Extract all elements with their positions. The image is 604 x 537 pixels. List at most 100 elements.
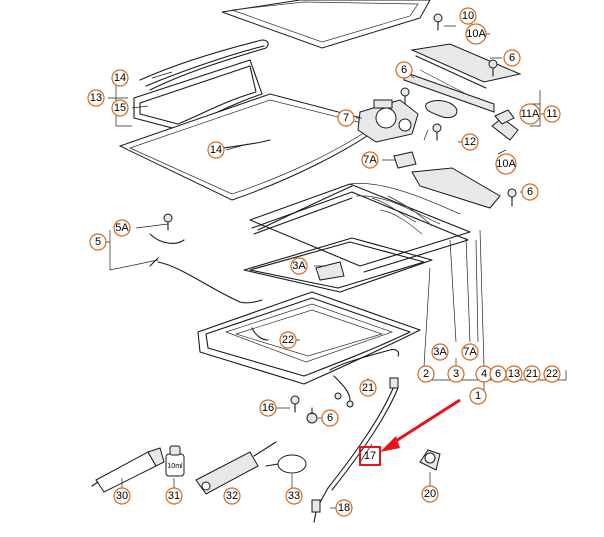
callout-label: 1: [475, 390, 481, 402]
adhesive-bottle-31: 10ml: [165, 445, 185, 477]
callout-30: 30: [113, 487, 131, 505]
callout-label: 3A: [292, 260, 306, 272]
glass-seal: [139, 39, 269, 91]
callout-6: 6: [395, 61, 413, 79]
highlight-box-17: [359, 446, 381, 466]
sunroof-frame: [197, 291, 421, 385]
callout-label: 6: [327, 412, 333, 424]
highlight-arrow: [380, 398, 461, 452]
callout-label: 6: [527, 186, 533, 198]
switch-10a: [491, 109, 519, 141]
callout-label: 21: [362, 382, 374, 394]
callout-32: 32: [223, 487, 241, 505]
callout-12: 12: [461, 133, 479, 151]
callout-label: 13: [508, 368, 520, 380]
callout-6: 6: [521, 183, 539, 201]
cable-12: [425, 100, 458, 119]
callout-label: 7A: [363, 154, 377, 166]
callout-label: 2: [423, 368, 429, 380]
callout-label: 17: [364, 450, 376, 462]
callout-label: 20: [424, 488, 436, 500]
drive-cable-17: [311, 377, 399, 523]
callout-33: 33: [285, 487, 303, 505]
callout-5a: 5A: [113, 219, 131, 237]
callout-3a: 3A: [431, 343, 449, 361]
callout-20: 20: [421, 485, 439, 503]
guide-rail-assembly: [249, 183, 471, 273]
callout-label: 7: [343, 112, 349, 124]
callout-18: 18: [335, 499, 353, 517]
callout-14: 14: [207, 141, 225, 159]
callout-label: 12: [464, 136, 476, 148]
callout-17: 17: [364, 450, 376, 462]
drain-valve-20: [419, 449, 441, 471]
callout-1: 1: [469, 387, 487, 405]
bracket-7a: [393, 151, 417, 169]
callout-31: 31: [165, 487, 183, 505]
callout-label: 31: [168, 490, 180, 502]
callout-label: 32: [226, 490, 238, 502]
callout-label: 3A: [433, 346, 447, 358]
callout-label: 11A: [521, 108, 540, 120]
callout-10: 10: [459, 7, 477, 25]
callout-5: 5: [89, 233, 107, 251]
callout-label: 10: [462, 10, 474, 22]
crossmember: [411, 167, 501, 209]
callout-21: 21: [523, 365, 541, 383]
drain-seal-5: [149, 233, 263, 304]
callout-label: 6: [401, 64, 407, 76]
bottle-label: 10ml: [167, 463, 183, 470]
motor-7: [357, 99, 419, 143]
callout-label: 15: [114, 102, 126, 114]
callout-label: 5A: [115, 222, 129, 234]
callout-10a: 10A: [465, 23, 487, 45]
drain-hose-21: [329, 348, 400, 408]
callout-label: 30: [116, 490, 128, 502]
callout-label: 5: [95, 236, 101, 248]
callout-7a: 7A: [461, 343, 479, 361]
callout-10a: 10A: [495, 153, 517, 175]
callout-13: 13: [505, 365, 523, 383]
callout-label: 10A: [496, 158, 516, 170]
callout-label: 10A: [466, 28, 486, 40]
screws: [163, 13, 517, 424]
callout-6: 6: [503, 49, 521, 67]
callout-label: 14: [210, 144, 222, 156]
wind-deflector: [243, 237, 433, 293]
callout-label: 22: [282, 334, 294, 346]
callout-label: 22: [546, 368, 558, 380]
callout-label: 6: [509, 52, 515, 64]
callout-21: 21: [359, 379, 377, 397]
callout-16: 16: [259, 399, 277, 417]
callout-2: 2: [417, 365, 435, 383]
callout-label: 7A: [463, 346, 477, 358]
callout-label: 6: [495, 368, 501, 380]
callout-6: 6: [489, 365, 507, 383]
callout-label: 33: [288, 490, 300, 502]
callout-22: 22: [543, 365, 561, 383]
callout-13: 13: [87, 89, 105, 107]
callout-label: 4: [481, 368, 487, 380]
callout-7: 7: [337, 109, 355, 127]
callout-label: 3: [453, 368, 459, 380]
callout-label: 11: [546, 108, 557, 120]
callout-6: 6: [321, 409, 339, 427]
callout-7a: 7A: [361, 151, 379, 169]
callout-14: 14: [111, 69, 129, 87]
cable-tie-33: [265, 454, 307, 474]
callout-22: 22: [279, 331, 297, 349]
callout-15: 15: [111, 99, 129, 117]
glass-panel: [221, 0, 431, 49]
callout-label: 21: [526, 368, 538, 380]
callout-label: 13: [90, 92, 102, 104]
callout-11a: 11A: [519, 103, 541, 125]
callout-3: 3: [447, 365, 465, 383]
callout-label: 16: [262, 402, 274, 414]
callout-label: 18: [338, 502, 350, 514]
callout-3a: 3A: [290, 257, 308, 275]
cartridge-32: [195, 441, 277, 495]
grease-tube-30: [91, 447, 165, 493]
callout-label: 14: [114, 72, 126, 84]
